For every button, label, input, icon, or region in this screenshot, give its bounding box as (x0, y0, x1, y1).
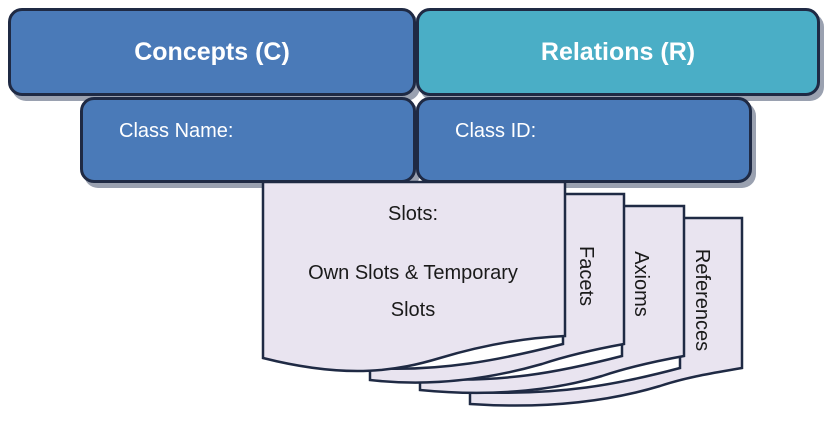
slots-line-2: Slots (391, 299, 435, 321)
class-id-box: Class ID: (416, 97, 752, 183)
references-page (468, 216, 744, 407)
relations-label: Relations (R) (540, 37, 696, 66)
class-id-label: Class ID: (455, 120, 537, 142)
class-name-label: Class Name: (119, 120, 234, 142)
facets-label: Facets (575, 246, 597, 306)
axioms-page (418, 204, 686, 395)
references-label: References (691, 249, 713, 351)
slots-title: Slots: (388, 203, 438, 225)
class-name-box: Class Name: (80, 97, 416, 183)
axioms-label: Axioms (630, 251, 652, 317)
concepts-label: Concepts (C) (134, 37, 290, 66)
slots-page (261, 180, 567, 373)
facets-page (368, 192, 626, 384)
slots-line-1: Own Slots & Temporary (308, 262, 518, 284)
concepts-header: Concepts (C) (8, 8, 416, 96)
relations-header: Relations (R) (416, 8, 820, 96)
